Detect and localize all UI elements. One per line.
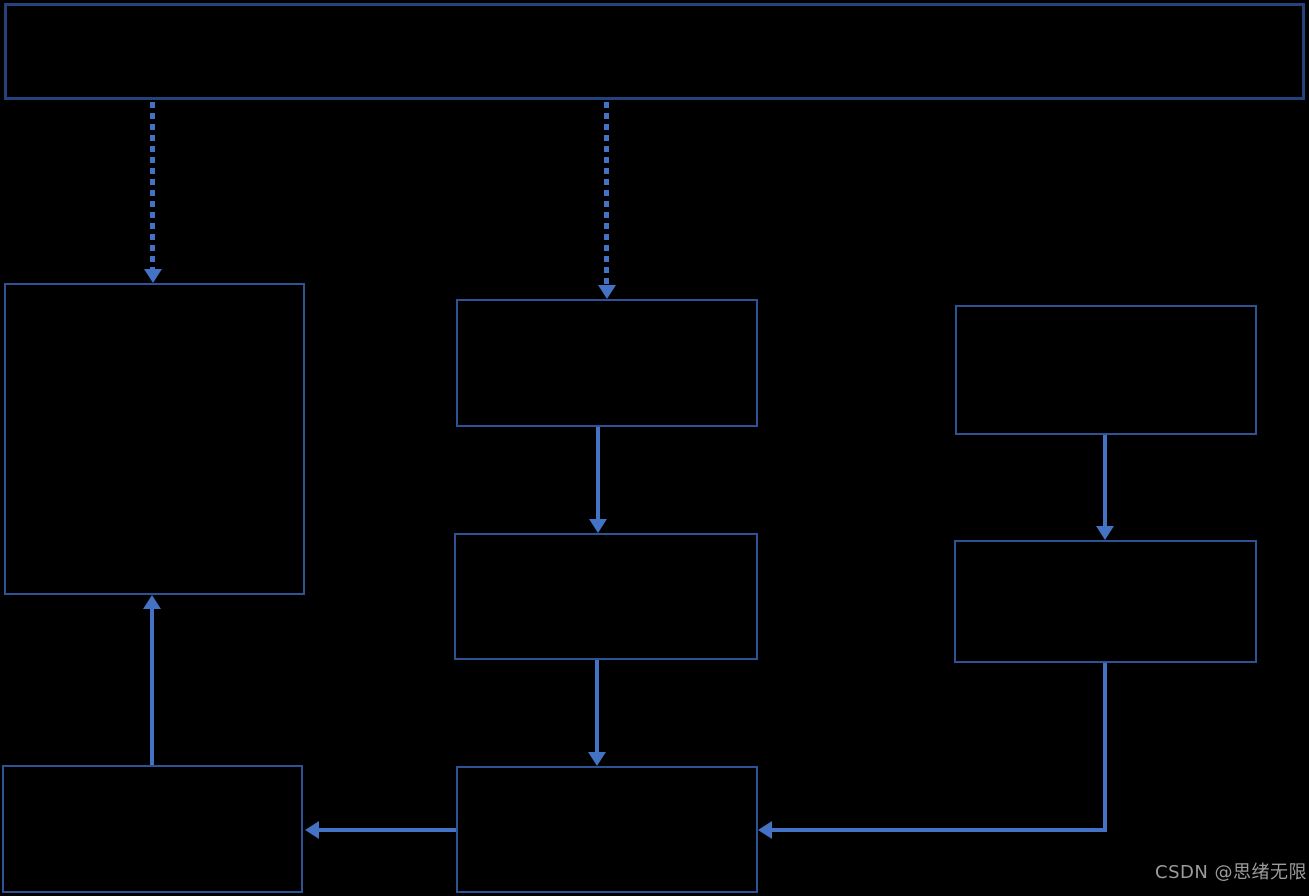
flowchart-node-mid-box-1 [456, 299, 758, 427]
flowchart-node-mid-box-2 [454, 533, 758, 660]
arrowhead-left-icon [305, 821, 319, 839]
flowchart-node-bottom-left-box [2, 765, 303, 893]
flowchart-node-bottom-mid-box [456, 766, 758, 893]
arrow-bottomleft-to-leftbox-line [150, 608, 154, 765]
arrow-rightbox2-to-bottommid-vertical-line [1103, 663, 1107, 832]
arrowhead-up-icon [143, 595, 161, 609]
arrow-rightbox2-to-bottommid-horizontal-line [772, 828, 1107, 832]
arrow-bottommid-to-bottomleft-line [319, 828, 456, 832]
arrowhead-left-icon [758, 821, 772, 839]
flowchart-node-right-box-2 [954, 540, 1257, 663]
dashed-arrow-topbar-to-leftbox-line [150, 102, 155, 269]
arrowhead-down-icon [144, 269, 162, 283]
arrowhead-down-icon [1096, 526, 1114, 540]
flowchart-node-top-bar [4, 3, 1305, 100]
flowchart-node-right-box-1 [955, 305, 1257, 435]
flowchart-node-left-big-box [4, 283, 305, 595]
dashed-arrow-topbar-to-midbox1-line [604, 102, 609, 285]
csdn-watermark: CSDN @思绪无限 [1155, 862, 1308, 883]
arrow-midbox2-to-bottommid-line [595, 660, 599, 753]
arrow-midbox1-to-midbox2-line [596, 427, 600, 520]
arrowhead-down-icon [588, 752, 606, 766]
arrow-rightbox1-to-rightbox2-line [1103, 435, 1107, 527]
arrowhead-down-icon [598, 285, 616, 299]
arrowhead-down-icon [589, 519, 607, 533]
